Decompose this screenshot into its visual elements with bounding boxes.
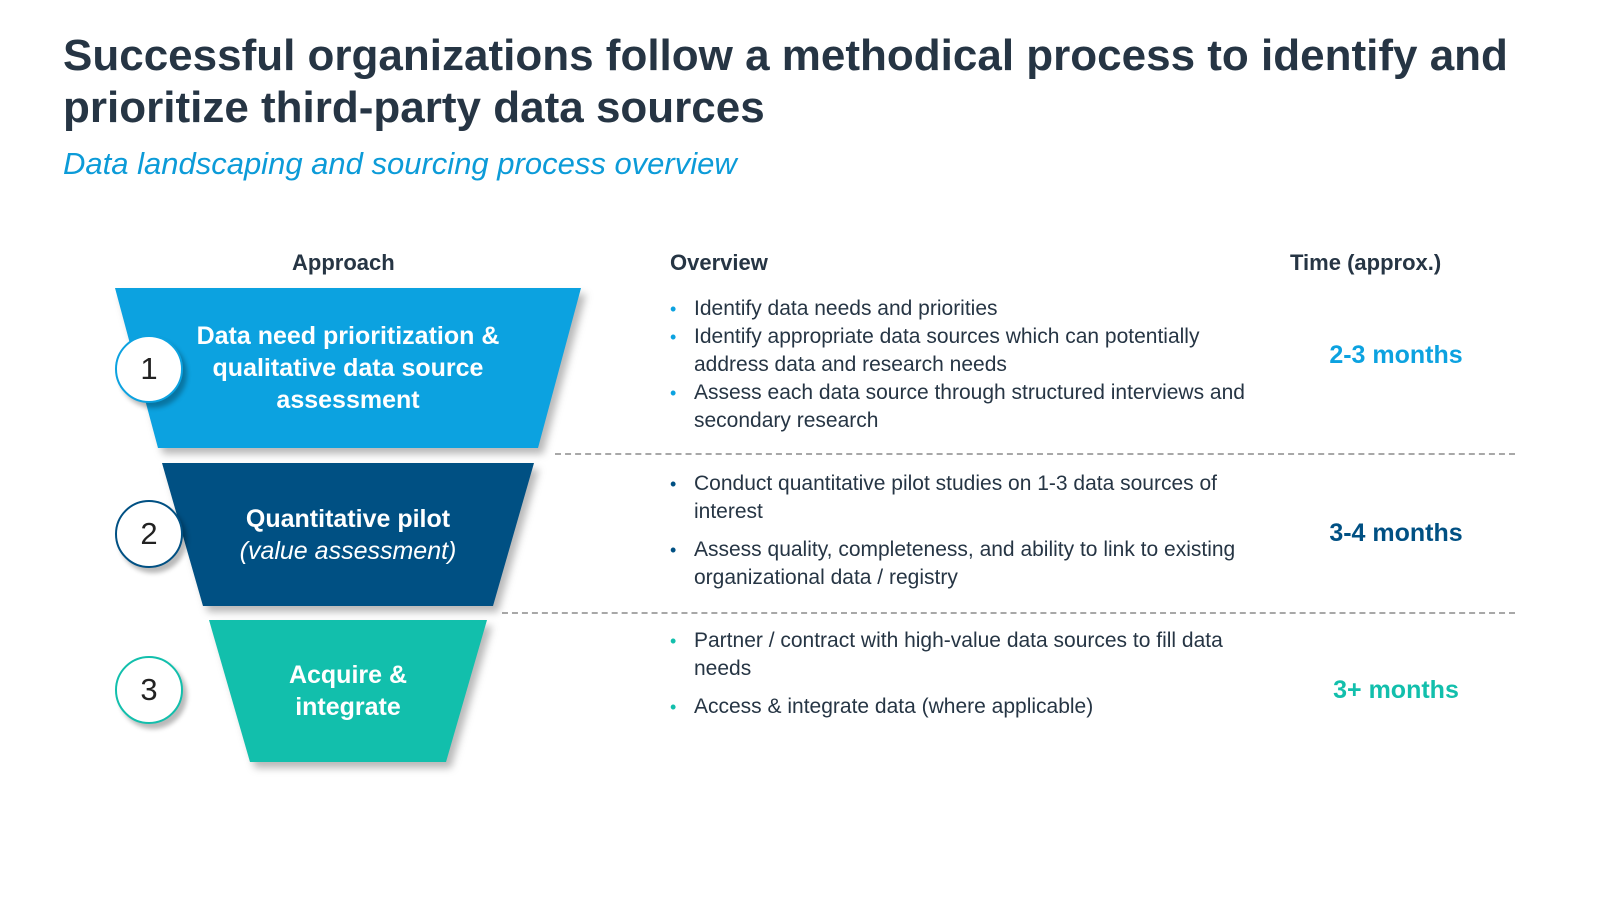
funnel-step-2: Quantitative pilot (value assessment) xyxy=(162,463,534,606)
bullet-icon: • xyxy=(670,540,677,560)
funnel-step-3: Acquire & integrate xyxy=(209,620,487,762)
list-item: • Identify data needs and priorities xyxy=(670,295,1250,323)
funnel-label-1: Data need prioritization & qualitative d… xyxy=(115,288,581,448)
time-estimate-1: 2-3 months xyxy=(1329,341,1463,369)
funnel-label-1-line-3: assessment xyxy=(276,386,420,414)
step-number-1: 1 xyxy=(115,335,183,403)
bullet-text: Assess quality, completeness, and abilit… xyxy=(694,538,1236,589)
funnel-label-2-line-2: (value assessment) xyxy=(239,536,457,565)
list-item: • Conduct quantitative pilot studies on 1… xyxy=(670,470,1250,526)
bullet-icon: • xyxy=(670,631,677,651)
funnel-segment-3 xyxy=(209,620,487,762)
funnel-segment-2 xyxy=(162,463,534,606)
bullet-text: Identify appropriate data sources which … xyxy=(694,325,1200,376)
overview-list-3: • Partner / contract with high-value data… xyxy=(670,627,1250,721)
funnel-label-3: Acquire & integrate xyxy=(209,620,487,762)
step-number-3: 3 xyxy=(115,656,183,724)
overview-list-1: • Identify data needs and priorities • Ide… xyxy=(670,295,1250,435)
bullet-text: Partner / contract with high-value data … xyxy=(694,629,1223,680)
bullet-text: Conduct quantitative pilot studies on 1-… xyxy=(694,472,1217,523)
page-subtitle: Data landscaping and sourcing process ov… xyxy=(63,146,737,181)
list-item: • Assess each data source through structu… xyxy=(670,379,1250,435)
step-number-2: 2 xyxy=(115,500,183,568)
column-header-overview: Overview xyxy=(670,250,768,275)
list-item: • Access & integrate data (where applicab… xyxy=(670,693,1250,721)
funnel-label-2-line-1: Quantitative pilot xyxy=(245,504,451,533)
time-estimate-2: 3-4 months xyxy=(1329,519,1463,547)
bullet-text: Identify data needs and priorities xyxy=(694,297,998,320)
list-item: • Identify appropriate data sources which… xyxy=(670,323,1250,379)
overview-list-2: • Conduct quantitative pilot studies on 1… xyxy=(670,470,1250,592)
column-header-approach: Approach xyxy=(292,250,395,275)
bullet-icon: • xyxy=(670,383,677,403)
funnel-label-3-line-2: integrate xyxy=(295,693,401,721)
bullet-text: Access & integrate data (where applicabl… xyxy=(694,695,1094,718)
funnel-step-1: Data need prioritization & qualitative d… xyxy=(115,288,581,448)
list-item: • Partner / contract with high-value data… xyxy=(670,627,1250,683)
funnel-segment-1 xyxy=(115,288,581,448)
funnel-label-3-line-1: Acquire & xyxy=(288,661,408,689)
bullet-icon: • xyxy=(670,474,677,494)
time-estimate-3: 3+ months xyxy=(1333,676,1459,704)
funnel-label-1-line-2: qualitative data source xyxy=(212,354,484,382)
page-title: Successful organizations follow a method… xyxy=(63,31,1508,132)
list-item: • Assess quality, completeness, and abili… xyxy=(670,536,1250,592)
bullet-text: Assess each data source through structur… xyxy=(694,381,1245,432)
row-divider xyxy=(555,453,1515,455)
bullet-icon: • xyxy=(670,299,677,319)
bullet-icon: • xyxy=(670,697,677,717)
funnel-label-1-line-1: Data need prioritization & xyxy=(196,322,500,350)
column-header-time: Time (approx.) xyxy=(1290,250,1442,275)
row-divider xyxy=(502,612,1515,614)
funnel-label-2: Quantitative pilot (value assessment) xyxy=(162,463,534,606)
bullet-icon: • xyxy=(670,327,677,347)
